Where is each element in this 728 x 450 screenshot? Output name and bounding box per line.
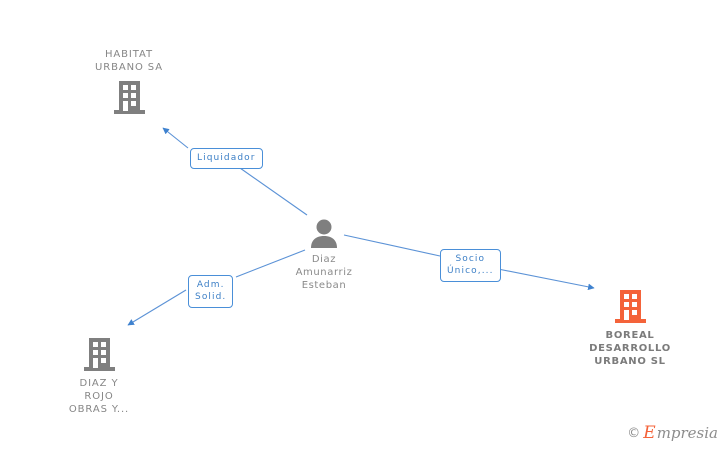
building-icon [24, 336, 174, 372]
person-icon [249, 218, 399, 248]
edge-label-socio-unico[interactable]: Socio Único,... [440, 249, 501, 282]
graph-node-habitat-urbano[interactable]: HABITAT URBANO SA [54, 48, 204, 115]
copyright-icon: © [627, 426, 641, 441]
graph-node-diaz-y-rojo[interactable]: DIAZ Y ROJO OBRAS Y... [24, 336, 174, 416]
edge-label-adm-solid[interactable]: Adm. Solid. [188, 275, 234, 308]
building-icon [54, 79, 204, 115]
node-label-diaz-amunarriz-esteban: Diaz Amunarriz Esteban [295, 254, 353, 291]
edge-line-liquidador [162, 127, 308, 216]
building-icon [555, 288, 705, 324]
node-label-diaz-y-rojo: DIAZ Y ROJO OBRAS Y... [68, 378, 130, 415]
graph-node-diaz-amunarriz-esteban[interactable]: Diaz Amunarriz Esteban [249, 218, 399, 292]
node-label-habitat-urbano: HABITAT URBANO SA [95, 49, 163, 73]
edge-label-liquidador[interactable]: Liquidador [190, 148, 263, 169]
graph-node-boreal-desarrollo[interactable]: BOREAL DESARROLLO URBANO SL [555, 288, 705, 368]
brand-initial: E [643, 423, 656, 443]
brand-name: mpresia [656, 424, 718, 442]
empresia-watermark: © E mpresia [627, 425, 718, 442]
node-label-boreal-desarrollo: BOREAL DESARROLLO URBANO SL [589, 330, 671, 367]
